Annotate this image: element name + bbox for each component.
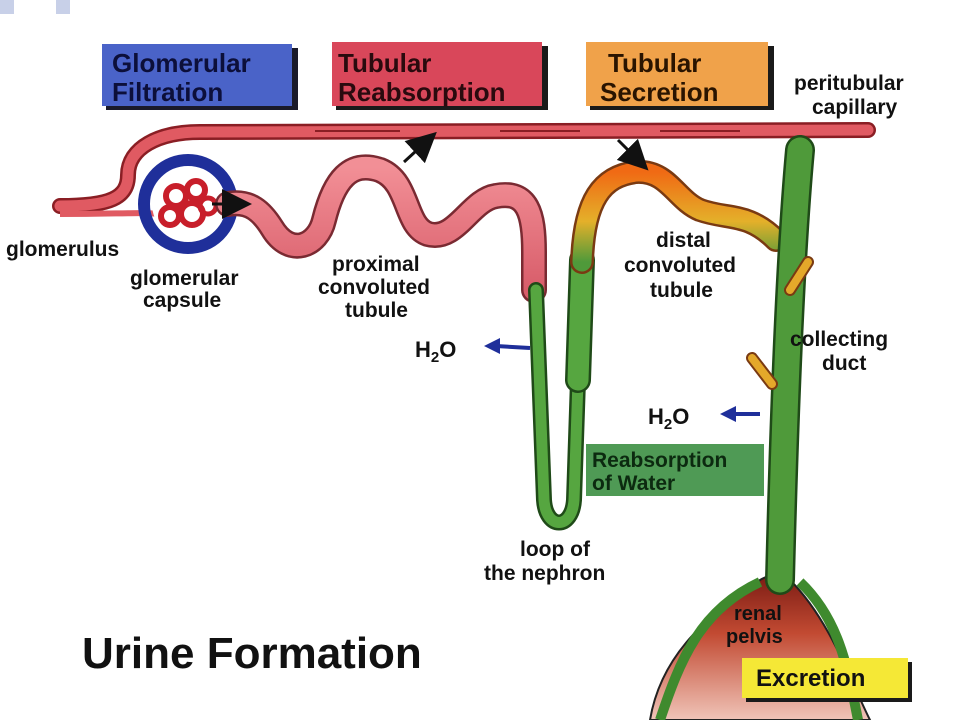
stage-box-reabsorption: Tubular Reabsorption bbox=[332, 42, 548, 110]
label-water-duct: H2O bbox=[648, 404, 689, 433]
water-duct-sub: 2 bbox=[664, 416, 672, 433]
label-dct-line3: tubule bbox=[650, 279, 713, 302]
collecting-duct bbox=[655, 135, 863, 720]
label-collecting-line2: duct bbox=[822, 352, 866, 375]
label-loop-line1: loop of bbox=[520, 538, 591, 561]
corner-block bbox=[0, 0, 14, 14]
label-dct-line1: distal bbox=[656, 229, 711, 252]
label-pct-line2: convoluted bbox=[318, 276, 430, 299]
proximal-convoluted-tubule bbox=[215, 154, 547, 303]
stage-reabsorption-line1: Tubular bbox=[338, 48, 431, 78]
glomerulus bbox=[158, 178, 219, 228]
stage-box-filtration: Glomerular Filtration bbox=[102, 44, 298, 110]
label-capsule-line1: glomerular bbox=[130, 267, 239, 290]
stage-box-excretion: Excretion bbox=[742, 658, 912, 702]
stage-secretion-line2: Secretion bbox=[600, 77, 719, 107]
water-arrow-loop bbox=[484, 338, 531, 354]
loop-of-nephron bbox=[528, 247, 595, 531]
stage-water-line2: of Water bbox=[592, 472, 675, 495]
diagram-title: Urine Formation bbox=[82, 629, 422, 678]
label-glomerulus: glomerulus bbox=[6, 238, 119, 261]
label-dct-line2: convoluted bbox=[624, 254, 736, 277]
label-loop-line2: the nephron bbox=[484, 562, 605, 585]
stage-box-water: Reabsorption of Water bbox=[586, 444, 764, 496]
stage-filtration-line1: Glomerular bbox=[112, 48, 251, 78]
label-collecting-line1: collecting bbox=[790, 328, 888, 351]
label-capillary-line2: capillary bbox=[812, 96, 898, 119]
stage-excretion-label: Excretion bbox=[756, 665, 865, 692]
peritubular-capillary bbox=[52, 122, 876, 217]
flow-arrows bbox=[212, 131, 649, 219]
label-pct-line1: proximal bbox=[332, 253, 420, 276]
water-duct-o: O bbox=[672, 404, 689, 429]
stage-water-line1: Reabsorption bbox=[592, 449, 727, 472]
label-water-loop: H2O bbox=[415, 337, 456, 366]
label-capillary-line1: peritubular bbox=[794, 72, 904, 95]
water-loop-h: H bbox=[415, 337, 431, 362]
water-arrow-duct bbox=[720, 406, 760, 422]
water-duct-h: H bbox=[648, 404, 664, 429]
water-loop-sub: 2 bbox=[431, 349, 439, 366]
stage-reabsorption-line2: Reabsorption bbox=[338, 77, 506, 107]
label-pelvis-line1: renal bbox=[734, 603, 782, 625]
water-loop-o: O bbox=[439, 337, 456, 362]
label-pelvis-line2: pelvis bbox=[726, 626, 783, 648]
label-pct-line3: tubule bbox=[345, 299, 408, 322]
label-capsule-line2: capsule bbox=[143, 289, 221, 312]
stage-filtration-line2: Filtration bbox=[112, 77, 223, 107]
stage-box-secretion: Tubular Secretion bbox=[586, 42, 774, 110]
corner-block bbox=[56, 0, 70, 14]
distal-convoluted-tubule bbox=[570, 160, 788, 274]
stage-secretion-line1: Tubular bbox=[608, 48, 701, 78]
